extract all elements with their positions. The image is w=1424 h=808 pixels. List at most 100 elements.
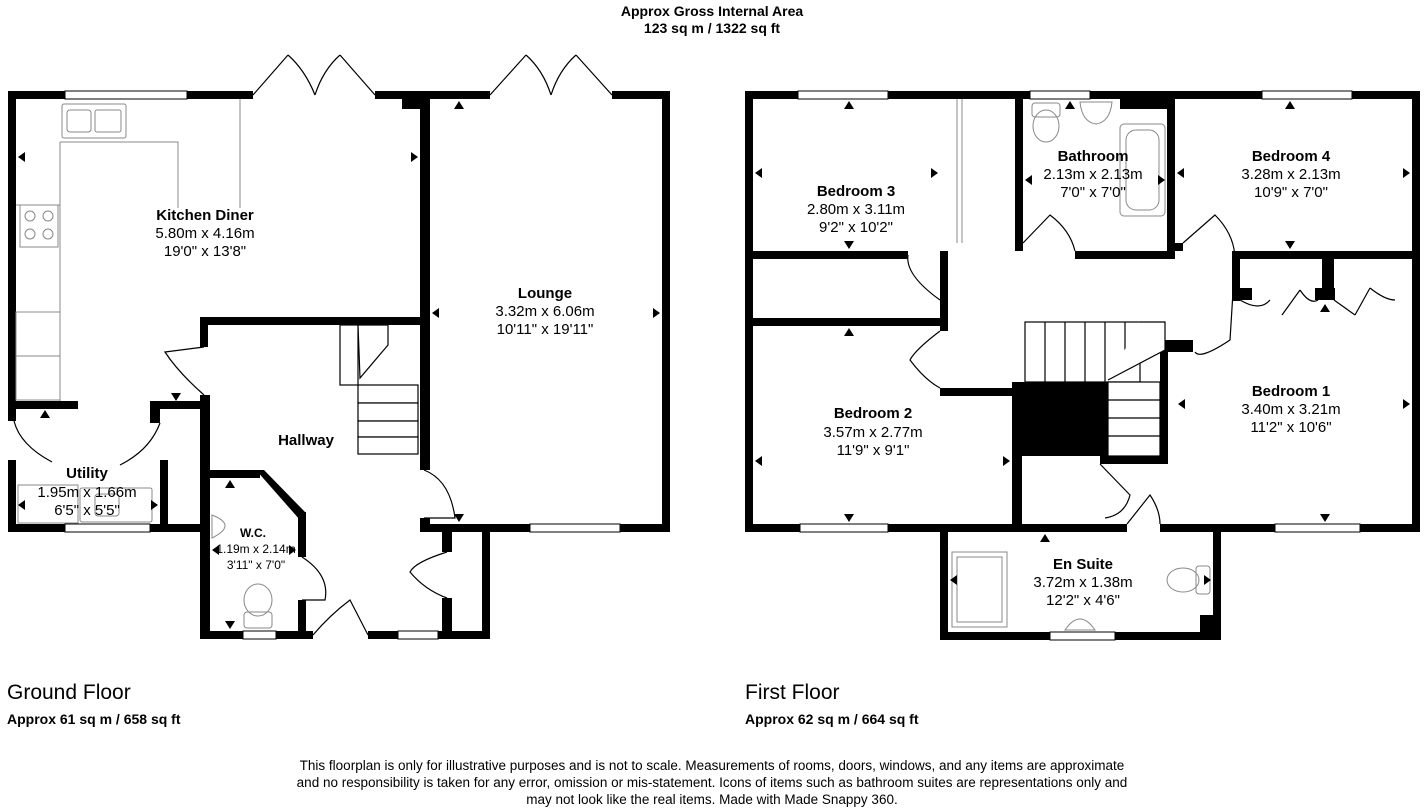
room-name-utility: Utility [66, 465, 108, 482]
wall [1175, 243, 1183, 251]
wall [298, 600, 306, 639]
ground-floor-area: Approx 61 sq m / 658 sq ft [7, 711, 181, 727]
stair-tread [1107, 381, 1161, 457]
door-swing [163, 346, 205, 396]
window [397, 630, 439, 640]
disclaimer-line-3: may not look like the real items. Made w… [526, 792, 898, 807]
door-swing [301, 556, 327, 601]
shower-icon [951, 551, 1008, 628]
wall [1022, 524, 1127, 532]
wall [200, 317, 420, 325]
hob-ring-icon [24, 228, 36, 240]
room-imperial-kitchen: 19'0" x 13'8" [164, 243, 246, 260]
window [1274, 523, 1361, 533]
wall [1165, 340, 1193, 352]
window [1049, 631, 1116, 641]
wall [1213, 532, 1221, 640]
wall [1120, 91, 1175, 109]
room-imperial-bathroom: 7'0" x 7'0" [1060, 184, 1126, 201]
room-imperial-ensuite: 12'2" x 4'6" [1046, 592, 1120, 609]
wall [482, 532, 490, 639]
hob-icon [19, 204, 59, 248]
wall [1015, 243, 1023, 251]
arrow-marker [755, 168, 938, 178]
toilet-icon [1166, 567, 1200, 593]
wall [150, 401, 208, 409]
disclaimer-line-1: This floorplan is only for illustrative … [299, 758, 1125, 773]
toilet-cistern-icon [243, 611, 273, 629]
wall [442, 598, 452, 639]
wall [940, 251, 948, 331]
dimension-markers [18, 101, 1410, 629]
wall [150, 401, 160, 423]
stair-tread [357, 402, 419, 422]
window [242, 630, 277, 640]
disclaimer-line-2: and no responsibility is taken for any e… [296, 775, 1128, 790]
drainer-icon [94, 109, 122, 133]
sink-bowl-icon [66, 109, 92, 133]
room-metric-kitchen: 5.80m x 4.16m [155, 225, 254, 242]
room-metric-bedroom4: 3.28m x 2.13m [1241, 166, 1340, 183]
room-imperial-bedroom4: 10'9" x 7'0" [1254, 184, 1328, 201]
wall [210, 470, 260, 478]
first-floor-area: Approx 62 sq m / 664 sq ft [745, 711, 919, 727]
room-metric-ensuite: 3.72m x 1.38m [1033, 574, 1132, 591]
walls [8, 91, 1420, 640]
arrow-marker [18, 152, 418, 162]
wall [160, 460, 168, 532]
wall [200, 317, 208, 347]
doors [13, 54, 1396, 636]
basin-icon [1079, 101, 1113, 125]
wall [1160, 340, 1168, 464]
wall [1100, 456, 1160, 464]
door-swing [907, 254, 941, 389]
door-swing [1099, 463, 1131, 519]
room-name-bedroom1: Bedroom 1 [1252, 383, 1330, 400]
wall [256, 470, 305, 520]
hob-ring-icon [24, 210, 36, 222]
ground-floor-title: Ground Floor [7, 681, 131, 704]
wall [8, 401, 78, 409]
hob-ring-icon [42, 228, 54, 240]
wall [1075, 251, 1175, 259]
door-swing [409, 551, 448, 599]
room-imperial-bedroom3: 9'2" x 10'2" [819, 219, 893, 236]
wall [940, 524, 948, 640]
wall [420, 518, 430, 532]
header-area-title: Approx Gross Internal Area [620, 3, 804, 19]
door-swing [1126, 493, 1161, 525]
wall [940, 388, 1020, 396]
door-swing [1182, 214, 1236, 355]
wall [753, 318, 948, 326]
room-labels: Kitchen Diner 5.80m x 4.16m 19'0" x 13'8… [37, 148, 1340, 609]
room-name-ensuite: En Suite [1053, 556, 1113, 573]
wall [420, 99, 430, 470]
wall [1315, 288, 1335, 300]
window [1029, 90, 1091, 100]
door-swing [252, 54, 316, 96]
stair-tread [357, 436, 419, 455]
wall [745, 91, 753, 532]
window [64, 90, 188, 100]
kitchen-worktop [16, 99, 241, 401]
stair-tread [1108, 399, 1160, 437]
stair-tread [1107, 321, 1166, 381]
room-imperial-wc: 3'11" x 7'0" [227, 558, 285, 572]
wall [612, 91, 670, 99]
first-stairs [1024, 321, 1166, 457]
door-swing [1333, 287, 1396, 316]
wall [1412, 91, 1420, 532]
windows [64, 90, 1361, 641]
room-name-bedroom4: Bedroom 4 [1252, 148, 1331, 165]
toilet-icon [1032, 109, 1060, 143]
stair-tread [339, 324, 359, 386]
toilet-cistern-icon [1031, 102, 1061, 118]
room-metric-wc: 1.19m x 2.14m [216, 542, 295, 556]
door-swing [1022, 214, 1076, 252]
room-imperial-bedroom2: 11'9" x 9'1" [837, 442, 910, 459]
stair-tread [1024, 321, 1141, 383]
room-name-bathroom: Bathroom [1058, 148, 1129, 165]
wardrobe-rail-icon [956, 99, 963, 243]
door-swing [312, 599, 369, 636]
